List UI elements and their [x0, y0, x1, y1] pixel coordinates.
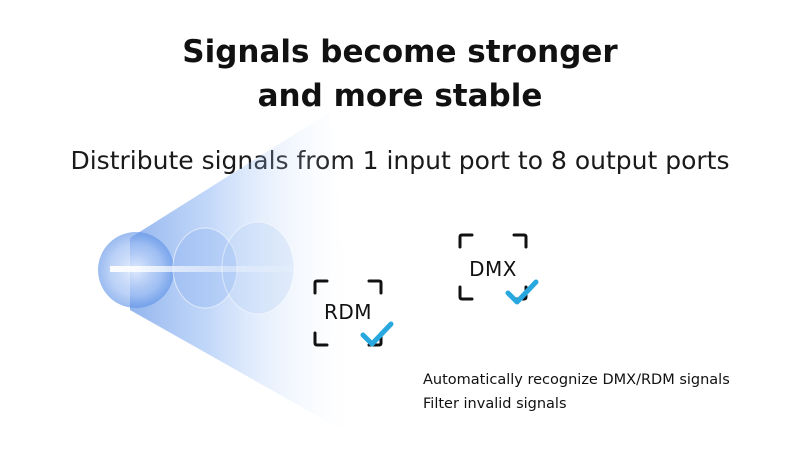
headline-line-1: Signals become stronger [182, 34, 618, 70]
checkmark-icon [360, 321, 394, 347]
headline-line-2: and more stable [257, 78, 543, 114]
dmx-label: DMX [469, 257, 517, 281]
checkmark-icon [505, 279, 539, 305]
beam-streak [110, 266, 310, 272]
subheadline: Distribute signals from 1 input port to … [70, 146, 730, 175]
beam-cone [130, 112, 360, 440]
feature-item: Filter invalid signals [423, 396, 567, 412]
feature-item: Automatically recognize DMX/RDM signals [423, 372, 730, 388]
feature-list: Automatically recognize DMX/RDM signals … [423, 368, 730, 416]
dmx-badge: DMX [458, 233, 539, 305]
headline: Signals become stronger and more stable [0, 30, 800, 118]
rdm-label: RDM [323, 300, 373, 324]
scan-frame-icon [313, 279, 383, 347]
rdm-badge: RDM [313, 279, 394, 349]
scan-frame-icon [458, 233, 528, 301]
